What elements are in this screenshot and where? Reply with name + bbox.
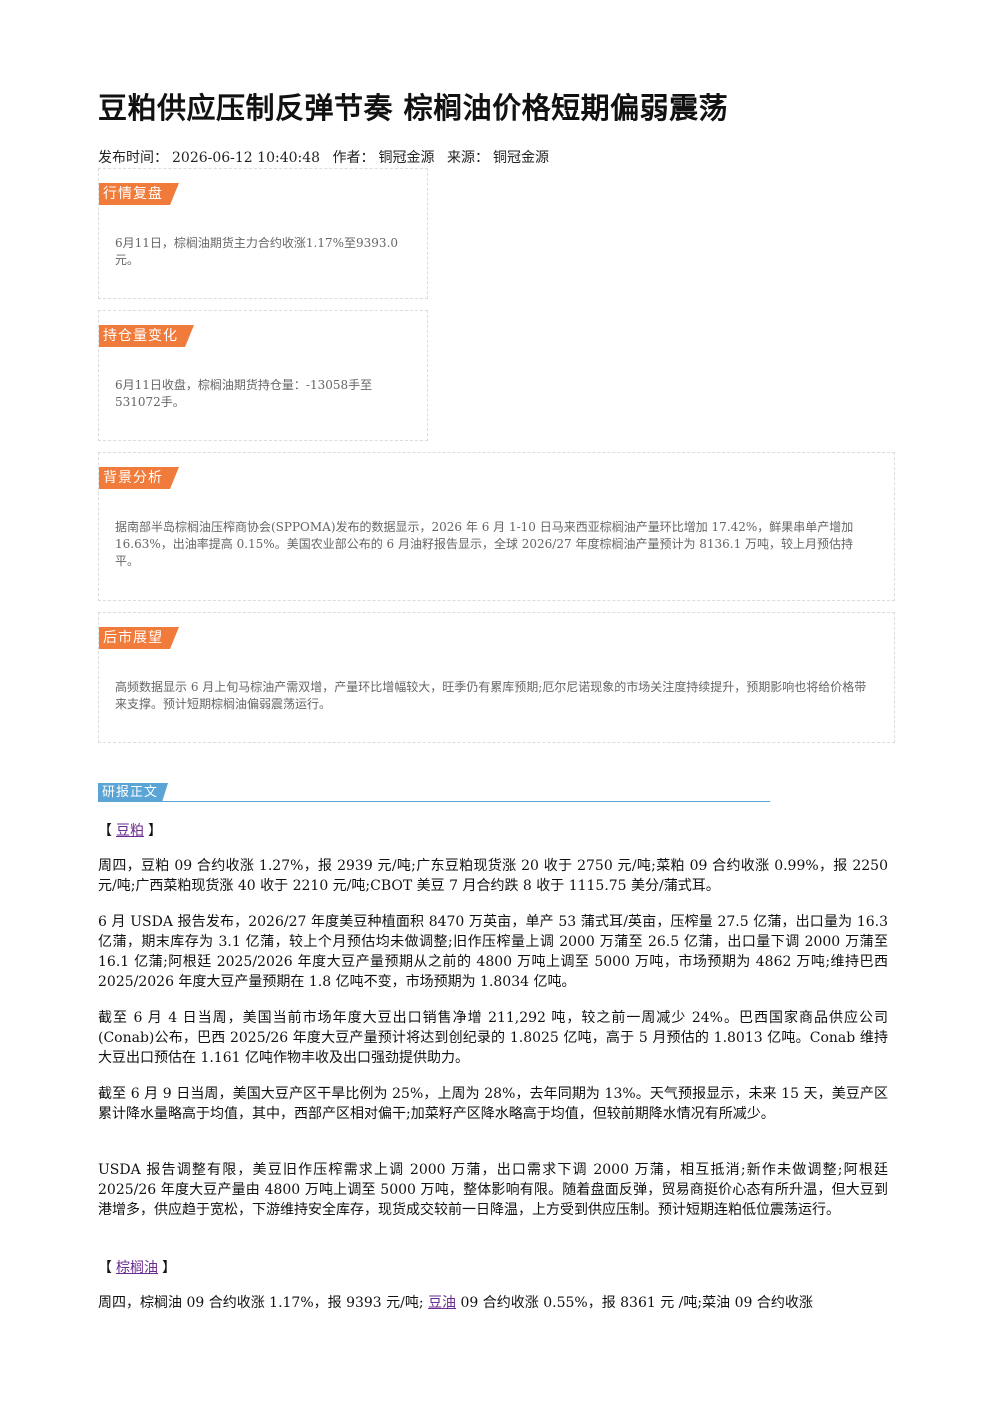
page-title: 豆粕供应压制反弹节奏 棕榈油价格短期偏弱震荡 — [98, 91, 729, 125]
report-body-tag: 研报正文 — [98, 783, 168, 802]
market-review-text: 6月11日，棕榈油期货主力合约收涨1.17%至9393.0元。 — [115, 236, 399, 267]
soymeal-paragraph-5: USDA 报告调整有限，美豆旧作压榨需求上调 2000 万蒲，出口需求下调 20… — [98, 1162, 888, 1218]
publish-time: 2026-06-12 10:40:48 — [172, 150, 321, 166]
background-analysis-text: 据南部半岛棕榈油压榨商协会(SPPOMA)发布的数据显示，2026 年 6 月 … — [115, 520, 854, 568]
outlook-box: 后市展望 高频数据显示 6 月上旬马棕油产需双增，产量环比增幅较大，旺季仍有累库… — [98, 612, 895, 743]
outlook-tag: 后市展望 — [99, 627, 179, 649]
soymeal-paragraph-3: 截至 6 月 4 日当周，美国当前市场年度大豆出口销售净增 211,292 吨，… — [98, 1010, 888, 1066]
market-review-tag: 行情复盘 — [99, 183, 179, 205]
article-meta: 发布时间：2026-06-12 10:40:48 作者：铜冠金源 来源：铜冠金源 — [98, 147, 557, 167]
source-info: 来源：铜冠金源 — [446, 150, 549, 166]
position-change-text: 6月11日收盘，棕榈油期货持仓量：-13058手至531072手。 — [115, 378, 373, 409]
source-name: 铜冠金源 — [492, 150, 549, 166]
background-analysis-box: 背景分析 据南部半岛棕榈油压榨商协会(SPPOMA)发布的数据显示，2026 年… — [98, 452, 895, 601]
market-review-box: 行情复盘 6月11日，棕榈油期货主力合约收涨1.17%至9393.0元。 — [98, 168, 428, 299]
soymeal-heading: 【豆粕】 — [98, 823, 162, 839]
background-analysis-tag: 背景分析 — [99, 467, 179, 489]
palm-oil-link[interactable]: 棕榈油 — [116, 1260, 158, 1276]
author-info: 作者：铜冠金源 — [332, 150, 435, 166]
outlook-text: 高频数据显示 6 月上旬马棕油产需双增，产量环比增幅较大，旺季仍有累库预期;厄尔… — [115, 680, 867, 711]
position-change-box: 持仓量变化 6月11日收盘，棕榈油期货持仓量：-13058手至531072手。 — [98, 310, 428, 441]
palm-oil-heading: 【棕榈油】 — [98, 1260, 176, 1276]
palm-oil-paragraph-1: 周四，棕榈油 09 合约收涨 1.17%，报 9393 元/吨; 豆油 09 合… — [98, 1295, 813, 1311]
soymeal-paragraph-4: 截至 6 月 9 日当周，美国大豆产区干旱比例为 25%，上周为 28%，去年同… — [98, 1086, 888, 1122]
soymeal-paragraph-1: 周四，豆粕 09 合约收涨 1.27%，报 2939 元/吨;广东豆粕现货涨 2… — [98, 858, 888, 894]
soymeal-paragraph-2: 6 月 USDA 报告发布，2026/27 年度美豆种植面积 8470 万英亩，… — [98, 914, 888, 990]
report-divider — [98, 801, 770, 802]
position-change-tag: 持仓量变化 — [99, 325, 194, 347]
soymeal-link[interactable]: 豆粕 — [116, 823, 144, 839]
publish-info: 发布时间：2026-06-12 10:40:48 — [98, 150, 321, 166]
author-name: 铜冠金源 — [378, 150, 435, 166]
soybean-oil-link[interactable]: 豆油 — [428, 1295, 457, 1311]
